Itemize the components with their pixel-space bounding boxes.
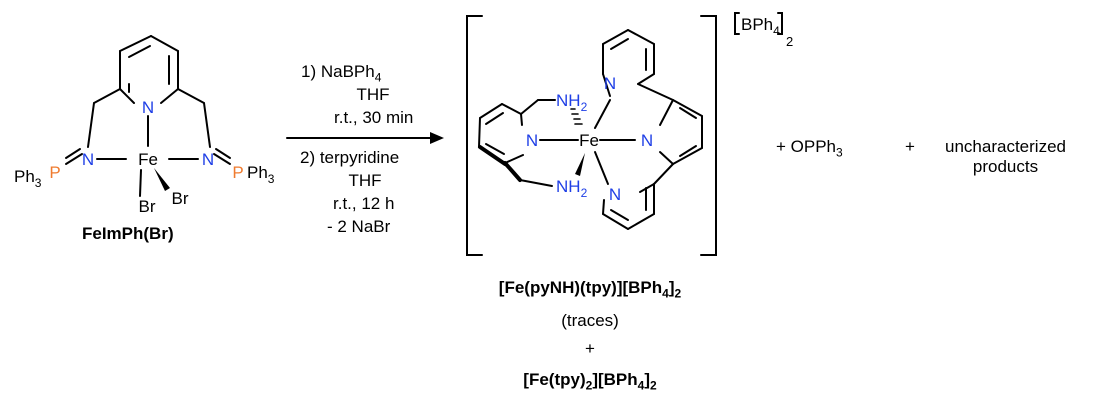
reactant-iron: Fe (138, 150, 158, 169)
step1-reagent: 1) NaBPh4 (301, 62, 382, 85)
product-plus: + (585, 339, 595, 358)
product-n-tpy-bottom: N (609, 185, 621, 204)
reactant-n-left: N (82, 150, 94, 169)
product-note: (traces) (561, 311, 619, 330)
step2-time: r.t., 12 h (333, 194, 395, 213)
step2-solvent: THF (348, 171, 382, 190)
counterion-label: BPh4 (741, 15, 780, 38)
product-n-tpy-center: N (641, 131, 653, 150)
product-n-pyridine: N (526, 131, 538, 150)
reactant-n-right: N (202, 150, 214, 169)
step2-byproduct: - 2 NaBr (327, 217, 391, 236)
terpyridine-center-ring (599, 83, 703, 165)
reactant-br-1: Br (139, 197, 156, 216)
reactant-ph3-left: Ph3 (14, 167, 42, 190)
step1-solvent: THF (356, 85, 390, 104)
product-name: [Fe(pyNH)(tpy)][BPh4]2 (498, 278, 682, 301)
bracket-left (466, 15, 483, 256)
reactant-pn-bonds (65, 148, 231, 165)
uncharacterized-products: uncharacterized products (945, 137, 1066, 176)
reactant-br-2: Br (172, 189, 189, 208)
fe-n-wedge-bond (575, 153, 585, 176)
fe-br-bond-1 (139, 169, 142, 197)
reactant-p-left: P (49, 163, 60, 182)
product-iron: Fe (579, 131, 599, 150)
terpyridine-bottom-ring (594, 151, 674, 230)
product-name-2: [Fe(tpy)2][BPh4]2 (523, 370, 657, 393)
product-pyridine-ring (478, 99, 579, 187)
fe-n-hashed-bond (570, 108, 583, 125)
bracket-right (700, 15, 717, 256)
reaction-arrow (286, 132, 444, 144)
step2-reagent: 2) terpyridine (300, 148, 400, 167)
reactant-p-right: P (232, 163, 243, 182)
reactant-ph3-right: Ph3 (247, 163, 275, 186)
reactant-arms (87, 88, 211, 160)
side-product-plus: + (905, 137, 915, 156)
fe-br-wedge (154, 168, 170, 191)
reactant-pyridine-ring (119, 35, 179, 104)
counterion-count: 2 (786, 34, 793, 49)
counterion-bracket-right (777, 12, 783, 35)
product-nh2-bottom: NH2 (556, 177, 588, 200)
counterion-bracket-left (734, 12, 740, 35)
terpyridine-top-ring (594, 29, 655, 129)
product-n-tpy-top: N (604, 74, 616, 93)
reactant-n-pyridine: N (142, 98, 154, 117)
product-nh2-top: NH2 (556, 91, 588, 114)
side-product-opph3: + OPPh3 (776, 137, 843, 160)
step1-time: r.t., 30 min (334, 108, 414, 127)
reactant-label: FeImPh(Br) (82, 224, 174, 243)
